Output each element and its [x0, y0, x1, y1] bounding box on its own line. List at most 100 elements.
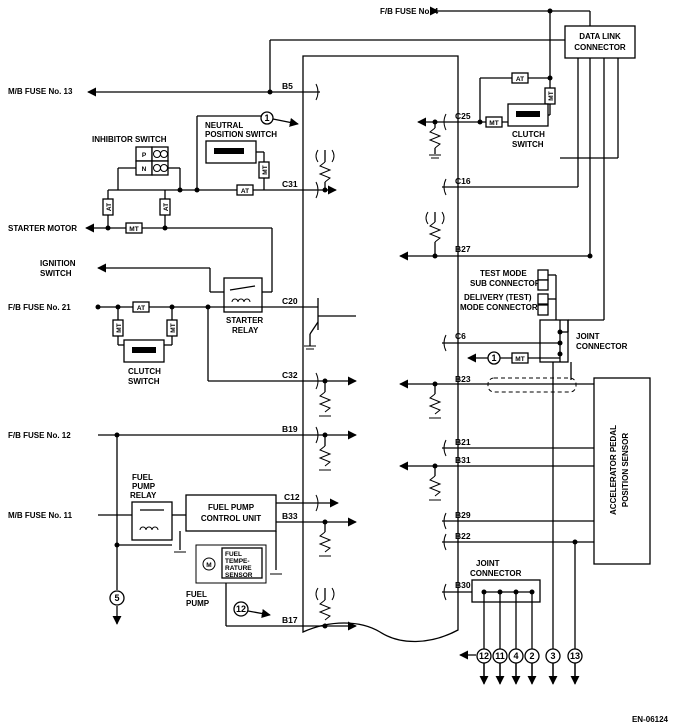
joint-lower-label-1: JOINT	[476, 559, 500, 568]
data-link-label-1: DATA LINK	[579, 32, 621, 41]
clutch-switch-lower-label-1: CLUTCH	[128, 367, 161, 376]
resistor	[428, 221, 442, 243]
starter-relay-label-1: STARTER	[226, 316, 263, 325]
mt-tag-label: MT	[262, 165, 269, 174]
mb-fuse-11-label: M/B FUSE No. 11	[8, 511, 73, 520]
junction-dot	[162, 225, 168, 231]
junction-dot	[322, 623, 328, 629]
mb-fuse-13-label: M/B FUSE No. 13	[8, 87, 73, 96]
junction-dot	[194, 187, 200, 193]
neutral-switch-label-1: NEUTRAL	[205, 121, 243, 130]
relay-contact	[229, 285, 256, 291]
ref-bubble-4-label: 4	[513, 651, 518, 661]
test-mode-label-1: TEST MODE	[480, 269, 527, 278]
junction-dot	[114, 542, 120, 548]
pin-c12: C12	[284, 492, 300, 502]
pin-c31: C31	[282, 179, 298, 189]
connector-mark	[443, 334, 447, 352]
connector-mark	[315, 426, 319, 444]
fuel-pump-relay-label-3: RELAY	[130, 491, 157, 500]
connector-mark	[315, 372, 319, 390]
relay-coil	[231, 298, 251, 303]
mt-tag	[125, 222, 143, 234]
resistor	[318, 445, 332, 467]
ref-12-arrow	[247, 609, 271, 619]
document-code: EN-06124	[632, 715, 669, 724]
at-tag-label: AT	[106, 203, 113, 211]
motor-symbol	[202, 557, 216, 571]
switch-contact	[214, 148, 244, 154]
delivery-connector-pin	[537, 293, 549, 305]
fpcu-label-2: CONTROL UNIT	[201, 514, 261, 523]
motor-label: M	[206, 562, 211, 569]
junction-dot	[557, 351, 563, 357]
resistor	[428, 393, 442, 415]
inhibitor-p-label: P	[142, 152, 147, 159]
mt-tag-label: MT	[515, 356, 524, 363]
ref-1-label: 1	[264, 113, 269, 123]
fuel-temperature-sensor	[221, 547, 263, 579]
joint-upper-label-1: JOINT	[576, 332, 600, 341]
pin-c6: C6	[455, 331, 466, 341]
pin-b29: B29	[455, 510, 471, 520]
fuel-pump-relay-label-1: FUEL	[132, 473, 153, 482]
ref-bubble-3-label: 3	[550, 651, 555, 661]
connector-mark	[443, 178, 447, 196]
pin-b21: B21	[455, 437, 471, 447]
pin-b31: B31	[455, 455, 471, 465]
ref-circle-1	[260, 111, 274, 125]
fuel-pump-relay-label-2: PUMP	[132, 482, 156, 491]
connector-mark	[443, 583, 447, 601]
pin-b23: B23	[455, 374, 471, 384]
at-tag-label: AT	[516, 76, 524, 83]
accel-sensor-label-2: POSITION SENSOR	[621, 433, 630, 507]
resistor	[428, 475, 442, 497]
connector-mark	[443, 512, 447, 530]
ignition-switch-label-2: SWITCH	[40, 269, 72, 278]
junction-dot	[267, 89, 273, 95]
resistor	[318, 161, 332, 183]
mt-tag-label: MT	[170, 323, 177, 332]
ref-bubble-11-label: 11	[495, 651, 505, 661]
ref-5-label: 5	[114, 593, 119, 603]
ref-12-label: 12	[236, 604, 246, 614]
pin-b17: B17	[282, 615, 298, 625]
junction-dot	[432, 253, 438, 259]
mt-tag-label: MT	[129, 226, 138, 233]
ref-bubble-13-label: 13	[570, 651, 580, 661]
accel-sensor-label-1: ACCELERATOR PEDAL	[609, 425, 618, 515]
starter-relay-label-2: RELAY	[232, 326, 259, 335]
resistor	[318, 531, 332, 553]
ref-bubble-2-label: 2	[529, 651, 534, 661]
mt-tag	[112, 319, 124, 337]
inhibitor-n-label: N	[142, 166, 147, 173]
joint-lower-label-2: CONNECTOR	[470, 569, 522, 578]
mt-tag	[511, 352, 529, 364]
fuel-temp-label-3: RATURE	[225, 565, 252, 572]
pin-c32: C32	[282, 370, 298, 380]
starter-relay	[223, 277, 263, 313]
pin-c16: C16	[455, 176, 471, 186]
fuel-pump-label-2: PUMP	[186, 599, 210, 608]
terminal	[160, 150, 168, 158]
at-tag	[236, 184, 254, 196]
ecm-outline	[302, 55, 459, 643]
mt-tag-label: MT	[116, 323, 123, 332]
fuel-temp-label-1: FUEL	[225, 551, 242, 558]
fb-fuse-21-label: F/B FUSE No. 21	[8, 303, 71, 312]
junction-dot	[477, 119, 483, 125]
fb-fuse-12-label: F/B FUSE No. 12	[8, 431, 71, 440]
joint-connector-lower	[471, 579, 541, 603]
at-tag-label: AT	[241, 188, 249, 195]
mt-tag-label: MT	[548, 91, 555, 100]
starter-motor-label: STARTER MOTOR	[8, 224, 77, 233]
connector-mark	[443, 439, 447, 457]
pin-b19: B19	[282, 424, 298, 434]
junction-dot	[105, 225, 111, 231]
pin-b33: B33	[282, 511, 298, 521]
connector-mark	[315, 494, 319, 512]
delivery-label-2: MODE CONNECTOR	[460, 303, 538, 312]
delivery-label-1: DELIVERY (TEST)	[464, 293, 532, 302]
